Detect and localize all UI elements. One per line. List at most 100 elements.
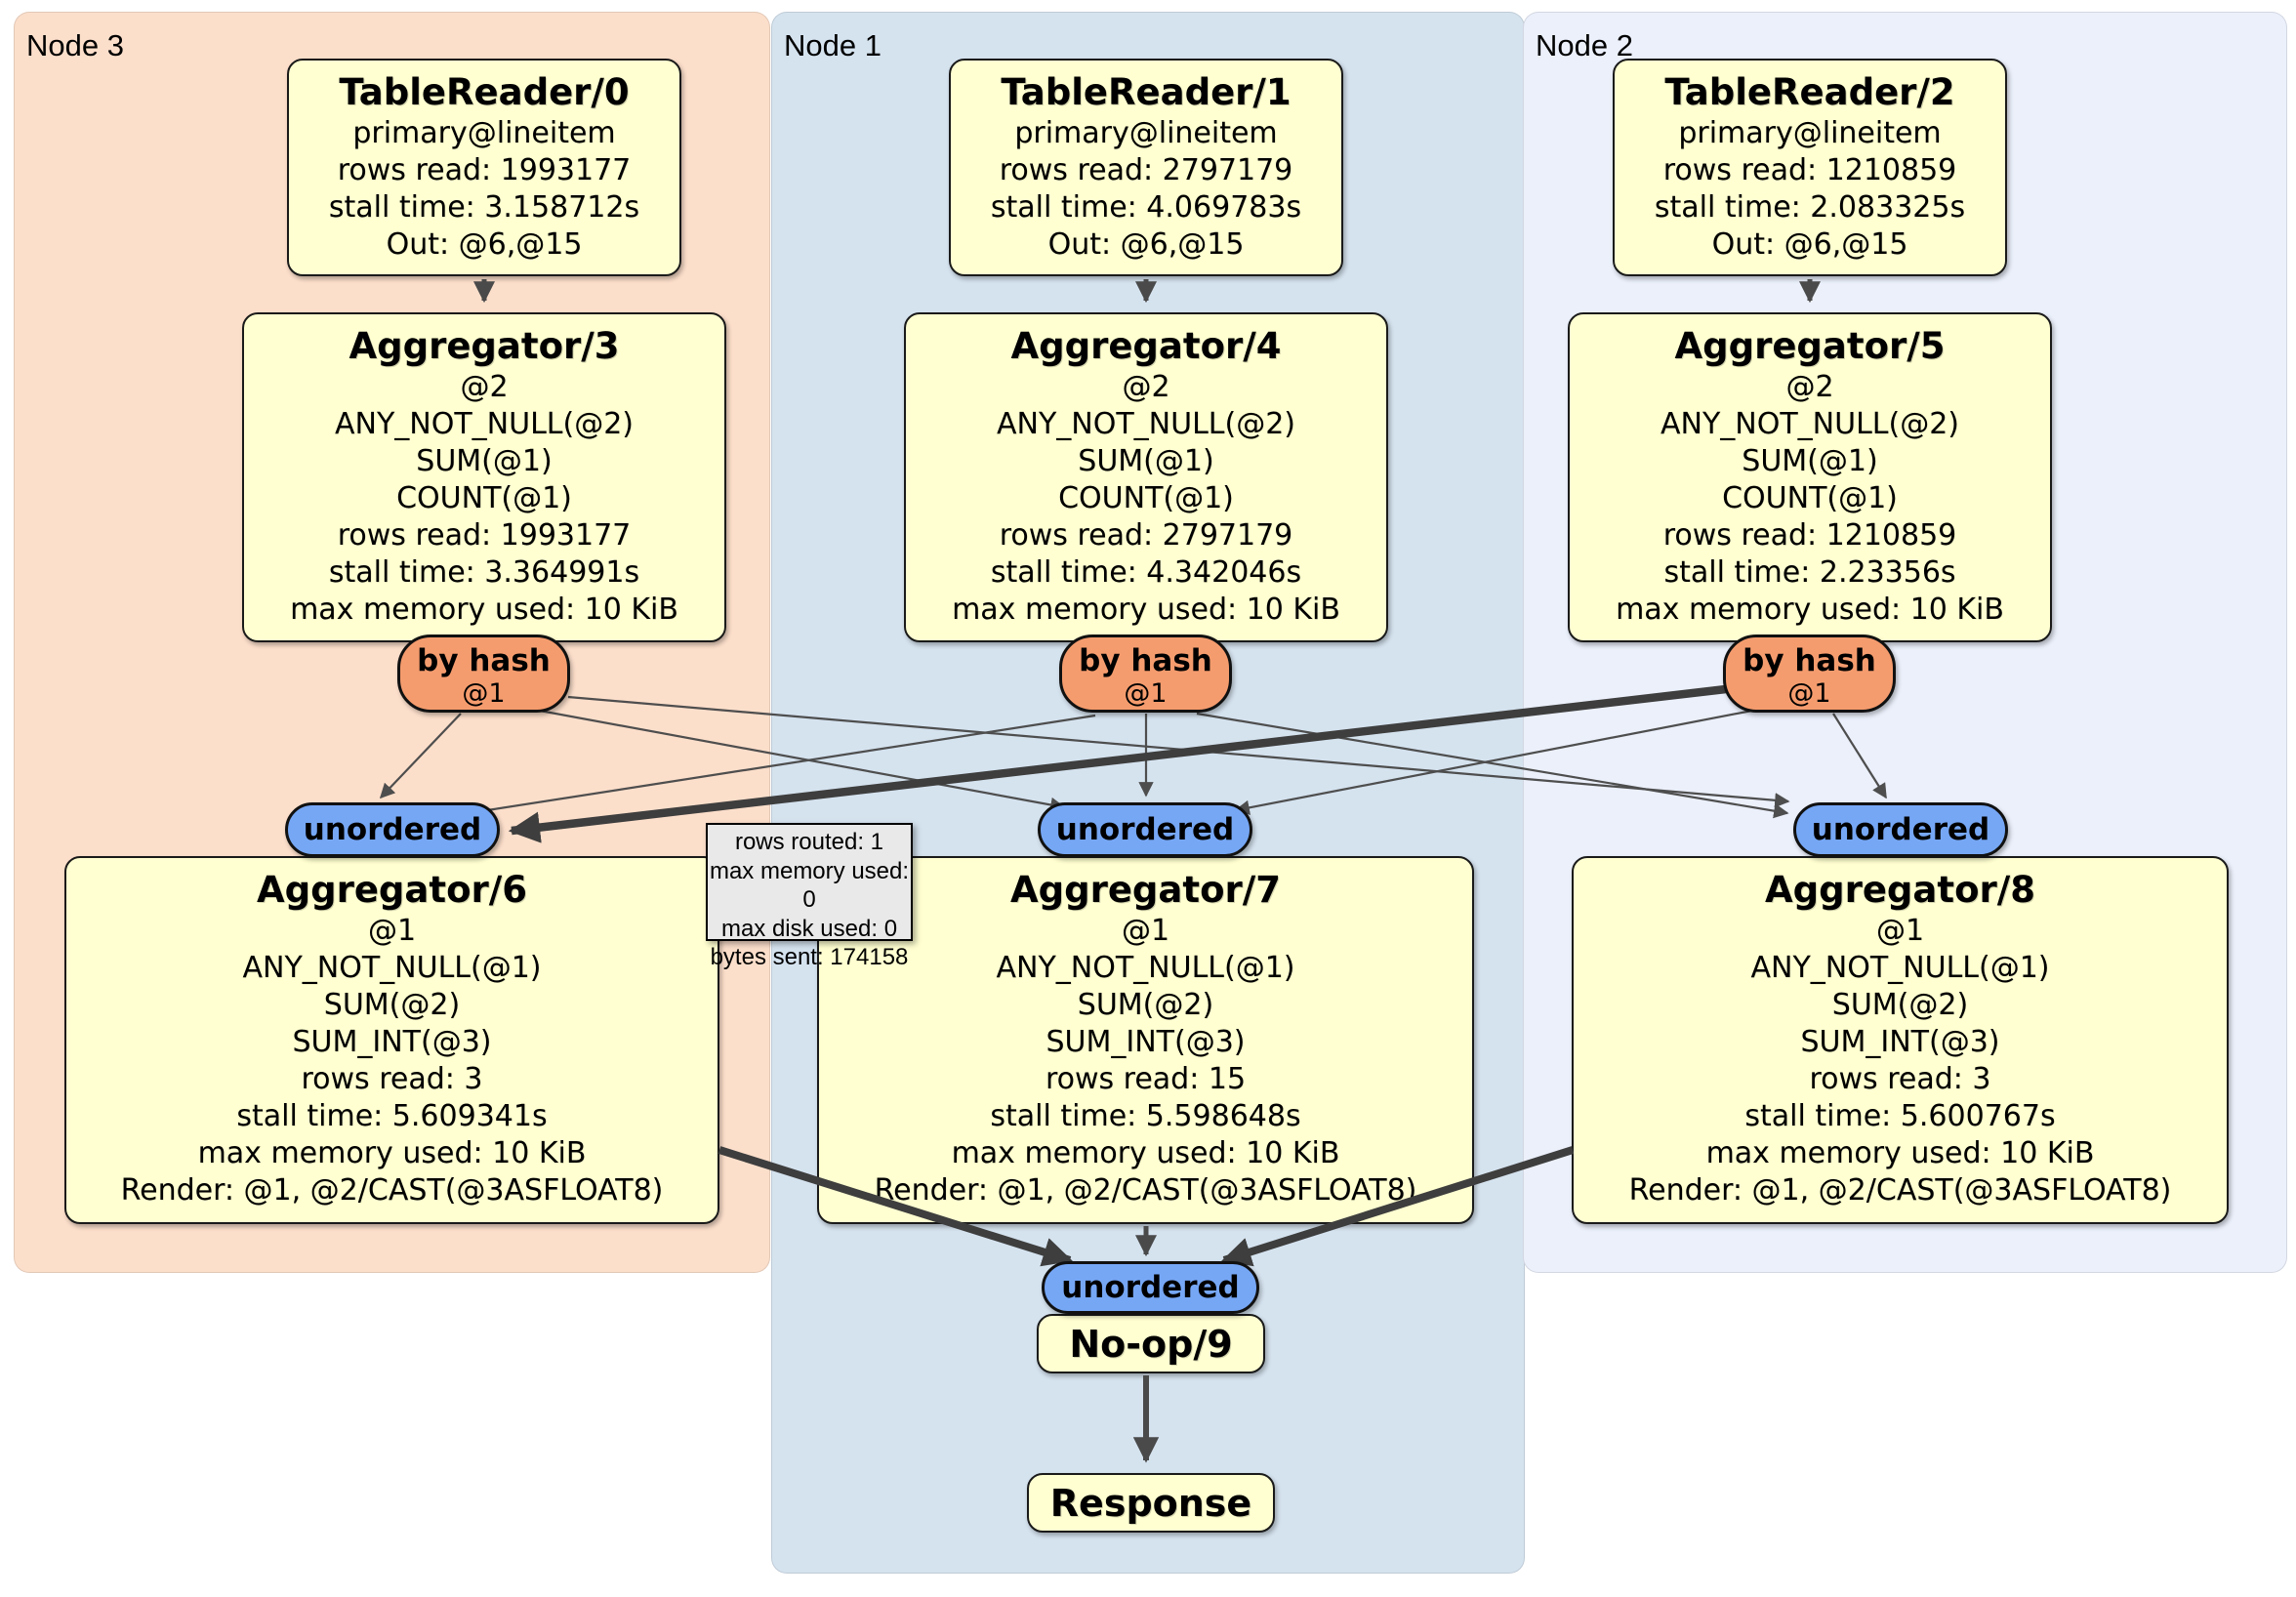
box-line: @1	[1121, 914, 1170, 948]
noop-9-box[interactable]: No-op/9	[1037, 1314, 1265, 1373]
box-line: SUM(@1)	[1742, 444, 1878, 478]
box-line: rows read: 1993177	[337, 518, 632, 553]
box-line: rows read: 1210859	[1662, 518, 1957, 553]
box-line: SUM_INT(@3)	[1046, 1025, 1246, 1059]
box-line: SUM_INT(@3)	[292, 1025, 492, 1059]
box-line: stall time: 5.609341s	[236, 1099, 548, 1133]
unordered-label: unordered	[1061, 1270, 1240, 1305]
box-line: max memory used: 10 KiB	[952, 593, 1340, 627]
box-line: primary@lineitem	[352, 116, 616, 150]
box-line: @2	[1122, 370, 1170, 404]
by-hash-stream: @1	[462, 678, 506, 709]
box-line: stall time: 4.342046s	[990, 555, 1302, 590]
unordered-sync-8[interactable]: unordered	[1793, 802, 2008, 857]
response-box[interactable]: Response	[1027, 1473, 1275, 1533]
box-line: Out: @6,@15	[1711, 227, 1908, 262]
box-line: max memory used: 10 KiB	[1616, 593, 2004, 627]
box-line: stall time: 5.598648s	[990, 1099, 1301, 1133]
by-hash-router-4[interactable]: by hash @1	[1059, 635, 1232, 713]
unordered-label: unordered	[1055, 812, 1235, 847]
box-line: Out: @6,@15	[386, 227, 583, 262]
box-title: Response	[1049, 1481, 1252, 1525]
box-line: ANY_NOT_NULL(@1)	[996, 951, 1295, 985]
box-line: rows read: 3	[1809, 1062, 1991, 1096]
by-hash-label: by hash	[1742, 643, 1876, 678]
box-line: rows read: 2797179	[999, 518, 1293, 553]
by-hash-stream: @1	[1124, 678, 1168, 709]
box-line: max disk used: 0	[720, 915, 898, 942]
unordered-sync-9[interactable]: unordered	[1042, 1261, 1259, 1314]
box-line: bytes sent: 174158	[710, 944, 909, 970]
box-line: stall time: 2.23356s	[1663, 555, 1956, 590]
box-line: max memory used: 10 KiB	[951, 1136, 1340, 1170]
box-line: SUM(@2)	[1831, 988, 1969, 1022]
box-line: stall time: 3.364991s	[328, 555, 640, 590]
node-region-3-label: Node 3	[26, 28, 124, 62]
by-hash-router-5[interactable]: by hash @1	[1723, 635, 1896, 713]
box-line: rows read: 1210859	[1662, 153, 1957, 187]
box-line: Render: @1, @2/CAST(@3ASFLOAT8)	[1628, 1173, 2172, 1208]
box-line: Render: @1, @2/CAST(@3ASFLOAT8)	[120, 1173, 664, 1208]
unordered-sync-6[interactable]: unordered	[285, 802, 500, 857]
box-line: @2	[1785, 370, 1834, 404]
box-line: rows read: 1993177	[337, 153, 632, 187]
box-line: COUNT(@1)	[396, 481, 572, 515]
node-region-1-label: Node 1	[784, 28, 882, 62]
box-line: rows read: 15	[1045, 1062, 1247, 1096]
box-line: ANY_NOT_NULL(@1)	[242, 951, 542, 985]
unordered-label: unordered	[1811, 812, 1990, 847]
unordered-sync-7[interactable]: unordered	[1038, 802, 1252, 857]
box-line: primary@lineitem	[1014, 116, 1278, 150]
box-line: stall time: 5.600767s	[1744, 1099, 2056, 1133]
box-line: stall time: 3.158712s	[328, 190, 640, 225]
box-line: max memory used: 10 KiB	[290, 593, 678, 627]
box-title: TableReader/1	[1001, 71, 1292, 113]
box-line: rows read: 3	[301, 1062, 483, 1096]
box-title: Aggregator/8	[1764, 869, 2035, 911]
box-line: @1	[367, 914, 417, 948]
box-line: ANY_NOT_NULL(@2)	[1660, 407, 1959, 441]
node-region-2-label: Node 2	[1536, 28, 1633, 62]
box-title: Aggregator/6	[256, 869, 527, 911]
box-line: primary@lineitem	[1678, 116, 1942, 150]
box-title: Aggregator/4	[1010, 325, 1282, 367]
box-line: SUM(@2)	[1077, 988, 1214, 1022]
box-line: ANY_NOT_NULL(@1)	[1750, 951, 2050, 985]
box-line: stall time: 4.069783s	[990, 190, 1302, 225]
box-line: stall time: 2.083325s	[1654, 190, 1966, 225]
box-line: SUM(@1)	[416, 444, 553, 478]
box-line: @2	[460, 370, 509, 404]
box-title: No-op/9	[1069, 1322, 1233, 1366]
box-line: rows read: 2797179	[999, 153, 1293, 187]
box-line: SUM(@1)	[1078, 444, 1214, 478]
box-line: SUM_INT(@3)	[1800, 1025, 2000, 1059]
box-title: TableReader/0	[339, 71, 630, 113]
box-title: Aggregator/3	[348, 325, 620, 367]
box-line: COUNT(@1)	[1722, 481, 1898, 515]
box-title: Aggregator/5	[1674, 325, 1946, 367]
box-line: max memory used: 10 KiB	[1705, 1136, 2095, 1170]
box-line: SUM(@2)	[323, 988, 461, 1022]
box-line: Out: @6,@15	[1047, 227, 1245, 262]
by-hash-router-3[interactable]: by hash @1	[397, 635, 570, 713]
box-title: Aggregator/7	[1009, 869, 1281, 911]
